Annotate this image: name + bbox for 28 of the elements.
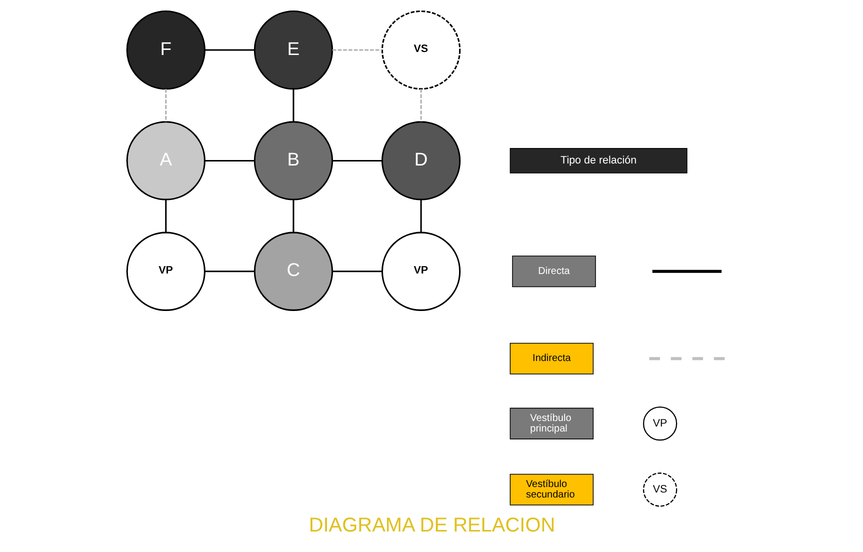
legend-label: Vestíbulo principal	[530, 412, 571, 435]
node-circle: B	[253, 121, 333, 200]
node-circle: VP	[380, 232, 460, 311]
connector	[204, 49, 254, 51]
label: Tipo de relación	[560, 154, 636, 167]
label: VP	[652, 417, 667, 430]
connector	[332, 49, 382, 51]
diagram-title: DIAGRAMA DE RELACION	[308, 514, 555, 536]
node-circle: F	[126, 10, 205, 90]
connector	[420, 88, 422, 122]
connector	[204, 270, 254, 272]
connector	[292, 88, 294, 122]
node-circle: C	[253, 232, 333, 311]
node-circle: D	[380, 121, 460, 200]
legend-label: Vestíbulo secundario	[525, 478, 574, 501]
connector	[420, 200, 422, 232]
legend-label: Directa	[538, 266, 570, 277]
connector	[204, 160, 254, 162]
connector	[332, 270, 382, 272]
connector	[292, 200, 294, 232]
node-circle: VP	[126, 232, 205, 311]
connector	[164, 88, 166, 122]
connector	[164, 200, 166, 232]
legend-label: Indirecta	[532, 353, 570, 364]
node-circle: E	[253, 10, 333, 90]
connector	[332, 160, 382, 162]
node-circle: VS	[380, 10, 460, 90]
label: VS	[652, 484, 667, 496]
